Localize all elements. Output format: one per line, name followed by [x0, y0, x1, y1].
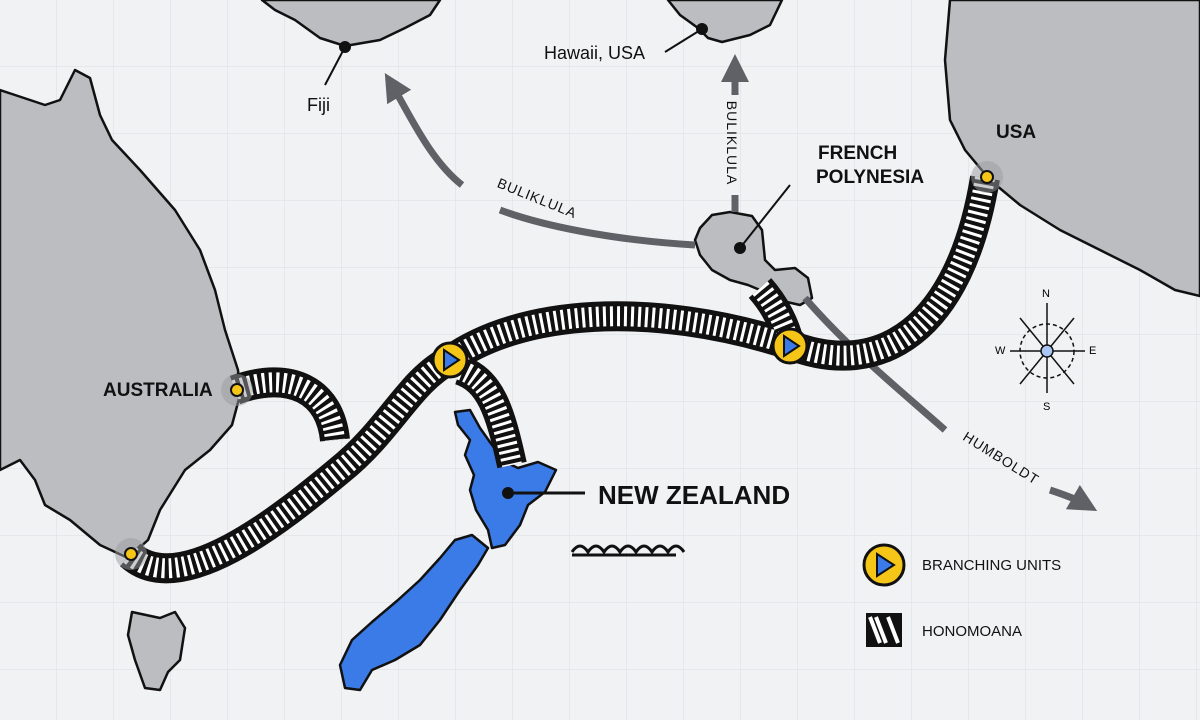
- french-polynesia-landmass: [693, 210, 814, 307]
- legend-branching-unit-icon: [862, 543, 906, 587]
- fiji-dot: [339, 41, 351, 53]
- buliklula-west-arrow[interactable]: [392, 85, 696, 249]
- play-icon: [443, 348, 461, 372]
- compass-s: S: [1043, 401, 1051, 413]
- usa-landmass: [943, 0, 1200, 298]
- branching-unit-french-polynesia[interactable]: [771, 327, 809, 365]
- new-zealand-dot: [502, 487, 514, 499]
- label-usa: USA: [996, 122, 1037, 143]
- usa-landing-point[interactable]: [980, 170, 994, 184]
- compass-w: W: [995, 345, 1006, 357]
- label-french-polynesia-line2: POLYNESIA: [816, 167, 925, 188]
- compass-e: E: [1089, 345, 1097, 357]
- label-hawaii: Hawaii, USA: [544, 43, 646, 63]
- play-icon: [783, 334, 801, 358]
- compass-rose-icon: [1010, 303, 1085, 393]
- label-fiji: Fiji: [307, 95, 330, 115]
- hawaii-landmass: [666, 0, 784, 44]
- landing-points: [115, 161, 1003, 570]
- australia-landing-point[interactable]: [230, 383, 244, 397]
- label-buliklula-north: BULIKLULA: [724, 100, 741, 186]
- legend-cable-icon: [866, 613, 902, 647]
- honomoana-cable[interactable]: [119, 175, 1000, 584]
- label-australia: AUSTRALIA: [103, 380, 213, 401]
- legend-cable-label: HONOMOANA: [922, 623, 1023, 640]
- compass-n: N: [1042, 288, 1050, 300]
- tasmania-landmass: [126, 610, 187, 692]
- waves-icon: [570, 544, 686, 557]
- new-zealand-south-island: [338, 533, 490, 692]
- legend-branching-units-label: BRANCHING UNITS: [922, 557, 1062, 574]
- label-new-zealand: NEW ZEALAND: [598, 480, 791, 510]
- label-french-polynesia: FRENCH POLYNESIA: [816, 142, 924, 190]
- label-french-polynesia-line1: FRENCH: [818, 143, 898, 164]
- sydney-landing-point[interactable]: [124, 547, 138, 561]
- branching-unit-nz[interactable]: [431, 341, 469, 379]
- humboldt-arrow[interactable]: [802, 295, 1085, 504]
- fiji-landmass: [260, 0, 442, 48]
- french-polynesia-dot: [734, 242, 746, 254]
- hawaii-dot: [696, 23, 708, 35]
